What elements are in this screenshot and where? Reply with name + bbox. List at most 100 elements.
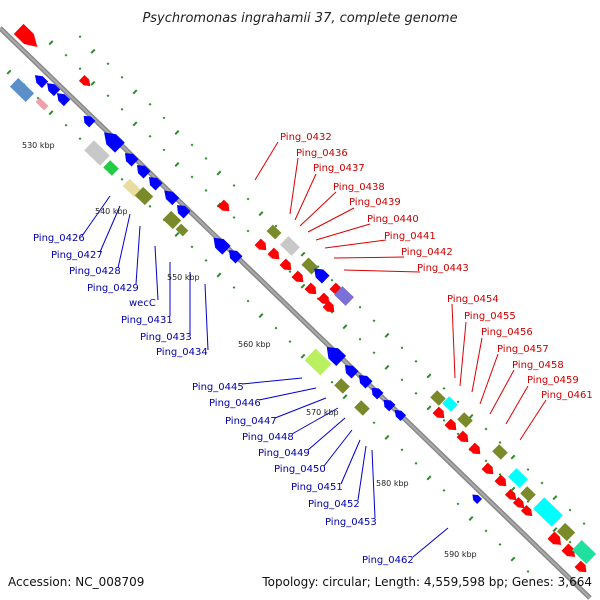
gene-box (103, 160, 119, 176)
reverse-gene-arrow (148, 177, 163, 191)
track-dot-outer (582, 522, 586, 526)
gene-box (457, 412, 473, 428)
gene-label: Ping_0457 (497, 344, 549, 355)
gene-box (280, 236, 300, 256)
track-dot-outer (232, 184, 236, 187)
track-dot-lower (64, 123, 68, 127)
track-dot-inner (426, 405, 432, 411)
gene-box (134, 186, 154, 206)
gene-label: Ping_0447 (225, 416, 277, 427)
gene-label: Ping_0437 (313, 163, 365, 174)
gene-label: Ping_0428 (69, 266, 121, 277)
gene-label: Ping_0450 (274, 464, 326, 475)
track-dot-inner (162, 148, 166, 152)
tick-label: 590 kbp (444, 550, 477, 559)
track-dot-outer (540, 481, 544, 485)
track-dot-outer (174, 129, 180, 135)
gene-label: Ping_0439 (349, 197, 401, 208)
track-dot-inner (106, 94, 110, 98)
track-dot-outer (132, 89, 138, 95)
tick-label: 540 kbp (95, 207, 128, 216)
leader-line-forward (451, 303, 456, 379)
accession-text: Accession: NC_008709 (8, 575, 144, 589)
track-dot-outer (568, 508, 572, 512)
track-dot-outer (258, 211, 264, 217)
track-dot-lower (442, 488, 446, 492)
gene-label: Ping_0432 (280, 132, 332, 143)
track-dot-outer (552, 495, 558, 501)
forward-gene-arrow (561, 543, 576, 557)
reverse-gene-arrow (326, 347, 347, 366)
track-dot-lower (174, 231, 180, 237)
leader-line-reverse (274, 397, 327, 419)
reverse-gene-arrow (83, 115, 96, 128)
track-dot-lower (498, 543, 502, 546)
gene-box (334, 378, 350, 394)
track-dot-outer (358, 305, 362, 309)
reverse-gene-arrow (358, 375, 373, 389)
track-dot-lower (526, 570, 530, 573)
leader-line-reverse (117, 213, 131, 269)
leader-line-forward (459, 321, 467, 387)
gene-box (301, 257, 319, 275)
gene-box (492, 444, 508, 460)
reverse-gene-arrow (164, 190, 180, 206)
track-dot-outer (526, 468, 530, 471)
track-dot-lower (456, 502, 460, 506)
gene-label: Ping_0448 (242, 432, 294, 443)
gene-box (520, 486, 536, 502)
gene-box (35, 97, 49, 111)
track-dot-inner (232, 216, 236, 219)
track-dot-inner (120, 107, 124, 111)
track-dot-outer (190, 143, 194, 147)
reverse-gene-arrow (56, 93, 71, 107)
track-dot-outer (216, 170, 222, 176)
gene-label: Ping_0459 (527, 375, 579, 386)
track-dot-lower (258, 313, 264, 319)
track-dot-inner (568, 540, 572, 544)
leader-line-reverse (81, 195, 111, 237)
gene-box (533, 497, 563, 527)
gene-label: Ping_0436 (296, 148, 348, 159)
gene-label: Ping_0438 (333, 182, 385, 193)
track-dot-lower (246, 299, 250, 303)
leader-line-reverse (99, 205, 121, 253)
reverse-gene-arrow (46, 83, 61, 97)
track-dot-lower (330, 380, 334, 384)
forward-gene-arrow (547, 531, 562, 545)
leader-line-forward (505, 385, 529, 425)
track-dot-lower (400, 448, 404, 452)
leader-line-forward (489, 369, 515, 415)
track-dot-inner (442, 418, 446, 422)
gene-label: Ping_0452 (308, 499, 360, 510)
track-dot-inner (90, 80, 96, 86)
tick-label: 550 kbp (167, 273, 200, 282)
forward-gene-arrow (254, 238, 267, 251)
leader-line-forward (254, 141, 279, 181)
track-dot-outer (90, 48, 96, 54)
track-dot-outer (106, 62, 110, 66)
gene-label: Ping_0454 (447, 294, 499, 305)
leader-line-forward (343, 269, 421, 273)
leader-line-forward (324, 239, 387, 249)
track-dot-lower (48, 110, 54, 116)
track-dot-lower (468, 516, 474, 521)
gene-label: wecC (129, 298, 156, 309)
reverse-gene-labels: Ping_0426 Ping_0427 Ping_0428 Ping_0429 … (33, 233, 414, 566)
gene-box (354, 400, 370, 416)
track-dot-inner (64, 53, 68, 57)
track-dot-inner (552, 527, 558, 533)
track-dot-inner (174, 161, 180, 167)
reverse-gene-arrow (104, 132, 125, 153)
track-dot-lower (204, 259, 208, 262)
track-dot-inner (132, 121, 138, 127)
track-dot-inner (414, 391, 418, 395)
topology-text: Topology: circular; Length: 4,559,598 bp… (261, 575, 592, 589)
track-dot-lower (274, 326, 278, 330)
gene-label: Ping_0461 (541, 390, 593, 401)
reverse-gene-arrow (472, 494, 483, 504)
forward-gene-arrow (481, 462, 494, 475)
gene-box (122, 178, 142, 198)
gene-box (175, 223, 189, 237)
